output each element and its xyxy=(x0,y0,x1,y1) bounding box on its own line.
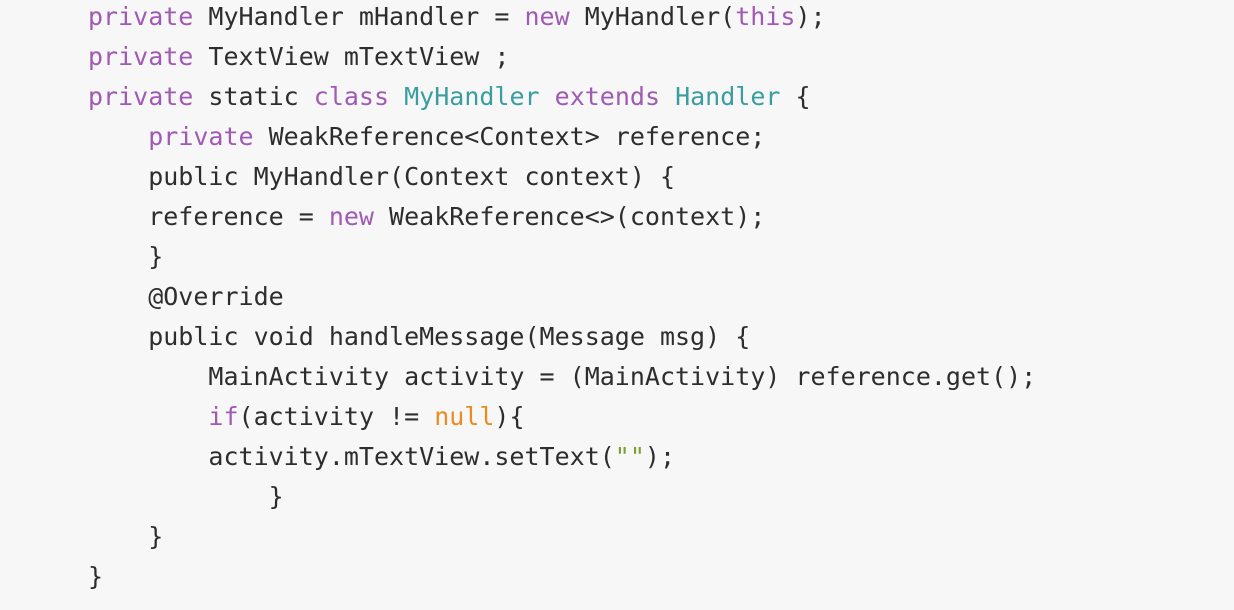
code-line-6: reference = new WeakReference<>(context)… xyxy=(88,197,765,237)
code-line-13: } xyxy=(88,477,284,517)
code-token: WeakReference<Context> reference; xyxy=(253,122,766,151)
code-token: MyHandler xyxy=(404,82,540,111)
code-line-1: private MyHandler mHandler = new MyHandl… xyxy=(88,0,826,37)
code-line-10: MainActivity activity = (MainActivity) r… xyxy=(88,357,1036,397)
code-line-3: private static class MyHandler extends H… xyxy=(88,77,811,117)
code-line-15: } xyxy=(88,557,103,597)
code-token: TextView mTextView ; xyxy=(193,42,510,71)
code-token: private xyxy=(88,82,194,111)
code-line-4: private WeakReference<Context> reference… xyxy=(88,117,765,157)
code-line-2: private TextView mTextView ; xyxy=(88,37,509,77)
code-token: Handler xyxy=(675,82,781,111)
code-token: MyHandler mHandler = xyxy=(193,2,525,31)
code-token: activity.mTextView.setText( xyxy=(88,442,615,471)
code-token: null xyxy=(434,402,495,431)
code-token: new xyxy=(328,202,374,231)
code-token: @Override xyxy=(88,282,284,311)
code-token: ){ xyxy=(494,402,525,431)
code-token xyxy=(88,122,148,151)
code-token: public MyHandler(Context context) { xyxy=(88,162,675,191)
code-token: ); xyxy=(644,442,676,471)
code-line-7: } xyxy=(88,237,163,277)
code-token: reference = xyxy=(88,202,329,231)
code-token: } xyxy=(88,482,284,511)
code-token: if xyxy=(208,402,239,431)
code-token: ); xyxy=(795,2,826,31)
code-token: } xyxy=(88,242,164,271)
code-token: "" xyxy=(614,442,645,471)
code-token: (activity != xyxy=(238,402,435,431)
code-token: extends xyxy=(554,82,660,111)
code-token: new xyxy=(524,2,570,31)
code-token xyxy=(660,82,675,111)
code-line-14: } xyxy=(88,517,163,557)
code-token: { xyxy=(780,82,811,111)
code-token: MainActivity activity = (MainActivity) r… xyxy=(88,362,1037,391)
code-token xyxy=(88,402,208,431)
code-token: } xyxy=(88,562,104,591)
code-token xyxy=(540,82,555,111)
code-line-5: public MyHandler(Context context) { xyxy=(88,157,675,197)
code-token: private xyxy=(148,122,254,151)
code-token: private xyxy=(88,2,194,31)
code-line-9: public void handleMessage(Message msg) { xyxy=(88,317,750,357)
code-line-11: if(activity != null){ xyxy=(88,397,525,437)
code-token: WeakReference<>(context); xyxy=(373,202,766,231)
code-token: this xyxy=(735,2,796,31)
code-token xyxy=(389,82,404,111)
code-token: static xyxy=(193,82,314,111)
code-token: public void handleMessage(Message msg) { xyxy=(88,322,751,351)
code-line-8: @Override xyxy=(88,277,284,317)
code-token: MyHandler( xyxy=(569,2,736,31)
code-token: private xyxy=(88,42,194,71)
code-token: } xyxy=(88,522,164,551)
code-line-12: activity.mTextView.setText(""); xyxy=(88,437,675,477)
code-token: class xyxy=(313,82,390,111)
